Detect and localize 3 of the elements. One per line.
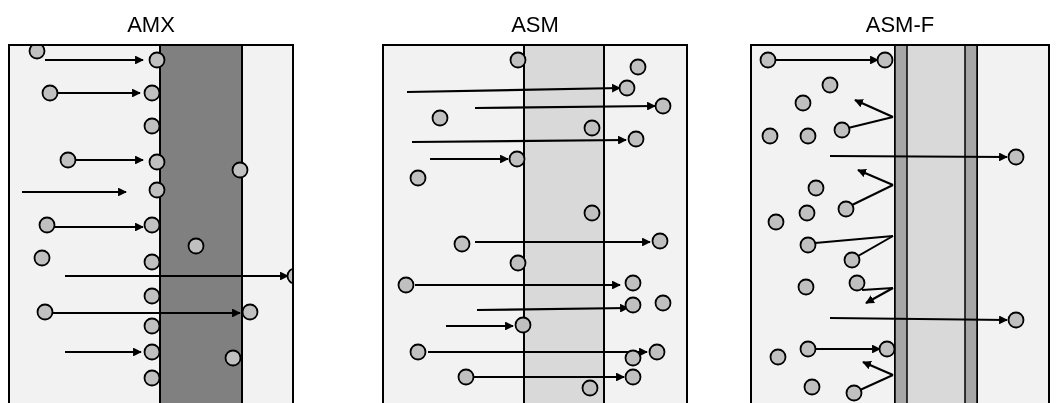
panel-title: AMX <box>126 12 176 38</box>
panel-title: ASM <box>510 12 560 38</box>
panel-title: ASM-F <box>864 12 936 38</box>
